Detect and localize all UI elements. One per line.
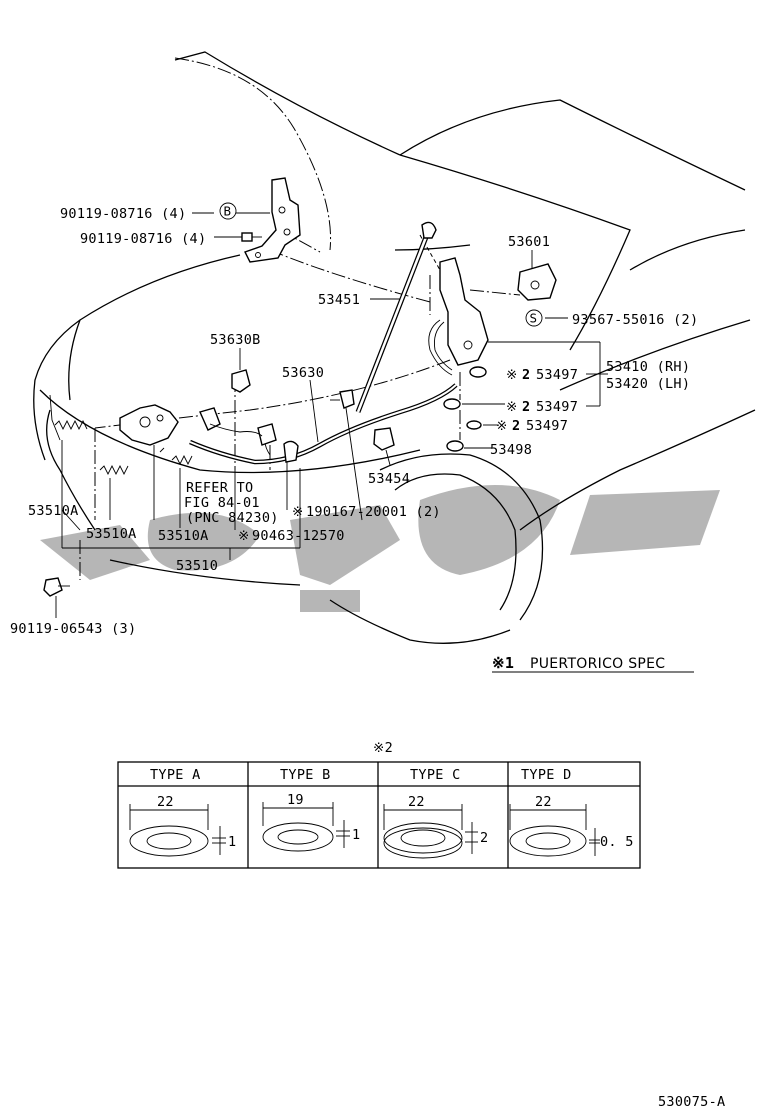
hood-lock-assembly bbox=[119, 404, 263, 446]
label-53630b: 53630B bbox=[210, 332, 261, 348]
hood-hinge bbox=[244, 177, 301, 263]
mark2-3: 2 bbox=[512, 418, 520, 434]
s-circle-label: S bbox=[530, 311, 538, 326]
table-title: ※2 bbox=[373, 740, 393, 756]
ref-mark-1: ※ bbox=[506, 367, 518, 383]
washer-type-c: 22 2 bbox=[383, 794, 488, 859]
bolt-90119-06543 bbox=[43, 577, 70, 597]
type-d-header: TYPE D bbox=[521, 767, 572, 783]
label-53454: 53454 bbox=[368, 471, 410, 487]
label-53510a-1: 53510A bbox=[28, 503, 79, 519]
screw-90167 bbox=[330, 389, 355, 409]
type-b-diameter: 19 bbox=[287, 792, 304, 808]
type-a-thickness: 1 bbox=[228, 834, 236, 850]
type-d-diameter: 22 bbox=[535, 794, 552, 810]
bracket-53601 bbox=[517, 263, 557, 301]
type-b-thickness: 1 bbox=[352, 827, 360, 843]
clip-53630b bbox=[231, 369, 251, 393]
springs bbox=[54, 419, 193, 476]
label-53420: 53420 (LH) bbox=[606, 376, 690, 392]
hood-outline bbox=[33, 51, 756, 644]
cable-guide-53454 bbox=[373, 427, 395, 451]
hood-lock-upper bbox=[428, 257, 489, 376]
label-53497-b: 53497 bbox=[536, 399, 578, 415]
label-53451: 53451 bbox=[318, 292, 360, 308]
refer-line-2: FIG 84-01 bbox=[184, 495, 260, 511]
b-circle-label: B bbox=[224, 204, 232, 219]
callout-labels: 90119-08716 (4) B 90119-08716 (4) 53451 … bbox=[10, 202, 698, 637]
b-circle-icon: B bbox=[219, 202, 237, 220]
label-53510a-2: 53510A bbox=[86, 526, 137, 542]
label-53630: 53630 bbox=[282, 365, 324, 381]
label-53497-c: 53497 bbox=[526, 418, 568, 434]
label-90119-08716-b: 90119-08716 (4) bbox=[60, 206, 186, 222]
note-text: PUERTORICO SPEC bbox=[530, 656, 665, 672]
type-c-thickness: 2 bbox=[480, 830, 488, 846]
s-circle-icon: S bbox=[525, 309, 543, 327]
label-53498: 53498 bbox=[490, 442, 532, 458]
refer-line-3: (PNC 84230) bbox=[186, 510, 279, 526]
washer-type-a: 22 1 bbox=[129, 794, 236, 857]
label-93567: 93567-55016 (2) bbox=[572, 312, 698, 328]
label-53510a-3: 53510A bbox=[158, 528, 209, 544]
type-c-header: TYPE C bbox=[410, 767, 461, 783]
ref-mark-4: ※ bbox=[292, 504, 304, 520]
ref-mark-2: ※ bbox=[506, 399, 518, 415]
type-c-diameter: 22 bbox=[408, 794, 425, 810]
label-90119-08716: 90119-08716 (4) bbox=[80, 231, 206, 247]
washer-table: ※2 TYPE A TYPE B TYPE C TYPE D 22 1 19 bbox=[117, 740, 641, 869]
label-90463: 90463-12570 bbox=[252, 528, 345, 544]
mark2-2: 2 bbox=[522, 399, 530, 415]
cable-clamp bbox=[257, 423, 299, 463]
label-53510: 53510 bbox=[176, 558, 218, 574]
label-90167: 190167-20001 (2) bbox=[306, 504, 441, 520]
note-mark: ※1 bbox=[492, 654, 514, 672]
ref-mark-3: ※ bbox=[496, 418, 508, 434]
bolt-icon bbox=[241, 232, 262, 242]
washer-type-d: 22 0. 5 bbox=[509, 794, 634, 857]
hood-support-rod bbox=[355, 221, 437, 413]
type-a-header: TYPE A bbox=[150, 767, 201, 783]
type-b-header: TYPE B bbox=[280, 767, 331, 783]
refer-line-1: REFER TO bbox=[186, 480, 253, 496]
washers bbox=[443, 366, 487, 452]
label-53410: 53410 (RH) bbox=[606, 359, 690, 375]
figure-code: 530075-A bbox=[658, 1094, 725, 1110]
spec-note: ※1 PUERTORICO SPEC bbox=[492, 654, 694, 673]
ref-mark-5: ※ bbox=[238, 528, 250, 544]
label-53601: 53601 bbox=[508, 234, 550, 250]
label-53497-a: 53497 bbox=[536, 367, 578, 383]
label-90119-06543: 90119-06543 (3) bbox=[10, 621, 136, 637]
type-d-thickness: 0. 5 bbox=[600, 834, 634, 850]
leader-lines bbox=[55, 212, 608, 618]
type-a-diameter: 22 bbox=[157, 794, 174, 810]
washer-type-b: 19 1 bbox=[262, 792, 360, 852]
watermark-logo bbox=[40, 485, 720, 612]
mark2-1: 2 bbox=[522, 367, 530, 383]
